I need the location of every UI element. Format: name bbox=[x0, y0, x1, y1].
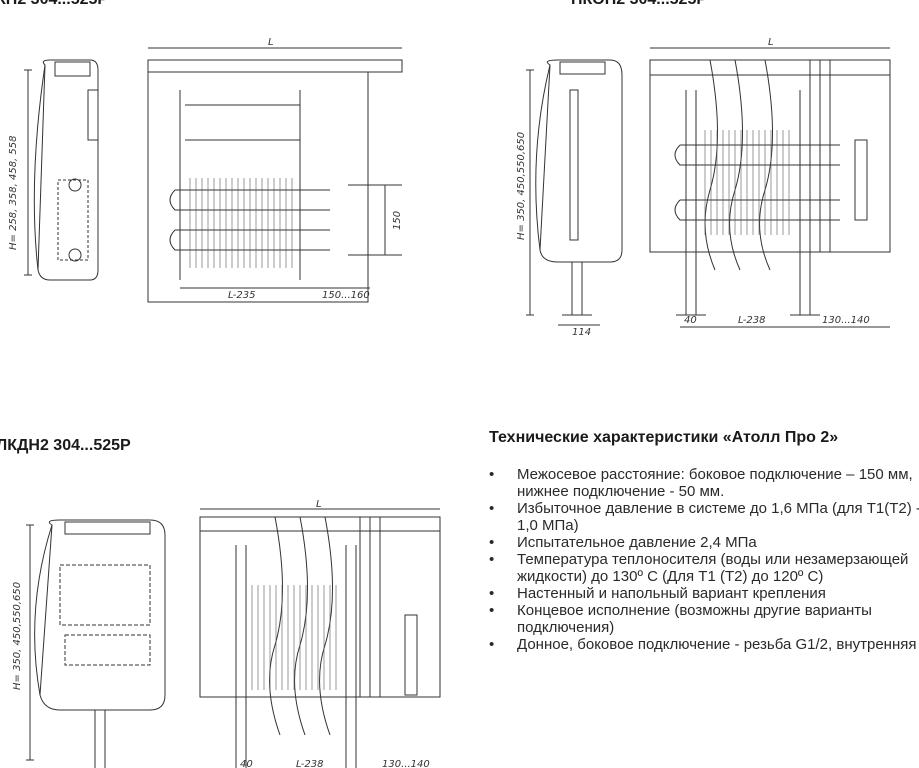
list-item: •Избыточное давление в системе до 1,6 МП… bbox=[489, 500, 919, 534]
drawing-lkdn2: H= 350, 450,550,650 L 40 L-238 130...140 bbox=[0, 495, 460, 768]
dim-offset: 130...140 bbox=[382, 759, 430, 768]
dim-l: L-238 bbox=[738, 315, 766, 326]
drawing-pkon2: H= 350, 450,550,650 L 114 40 L-238 130..… bbox=[510, 30, 919, 340]
dim-l: L-235 bbox=[228, 290, 256, 301]
length-label: L bbox=[768, 37, 774, 48]
height-label: H= 350, 450,550,650 bbox=[516, 132, 527, 240]
caption-lkdn2: ЛКДН2 304...525Р bbox=[0, 437, 131, 454]
caption-kn2: КН2 304...525Р bbox=[0, 0, 108, 9]
list-item: •Испытательное давление 2,4 МПа bbox=[489, 534, 757, 551]
length-label: L bbox=[268, 37, 274, 48]
list-item: •Настенный и напольный вариант крепления bbox=[489, 585, 826, 602]
height-label: H= 258, 358, 458, 558 bbox=[8, 136, 19, 251]
specs-list: •Межосевое расстояние: боковое подключен… bbox=[489, 466, 919, 653]
dim-width: 114 bbox=[572, 327, 591, 338]
dim-offset: 130...140 bbox=[822, 315, 870, 326]
dim-40: 40 bbox=[240, 759, 253, 768]
dim-offset: 150...160 bbox=[322, 290, 370, 301]
bullet: • bbox=[489, 602, 495, 619]
caption-pkon2: ПКОН2 304...525Р bbox=[571, 0, 707, 9]
bullet: • bbox=[489, 534, 495, 551]
bullet: • bbox=[489, 551, 495, 568]
bullet: • bbox=[489, 466, 495, 483]
specs-title: Технические характеристики «Атолл Про 2» bbox=[489, 429, 839, 446]
dim-40: 40 bbox=[684, 315, 697, 326]
dim-spacing: 150 bbox=[392, 211, 403, 230]
drawing-kn2: H= 258, 358, 458, 558 L 150 L-235 150...… bbox=[0, 30, 420, 310]
list-item: •Концевое исполнение (возможны другие ва… bbox=[489, 602, 872, 636]
list-item: •Межосевое расстояние: боковое подключен… bbox=[489, 466, 913, 500]
bullet: • bbox=[489, 585, 495, 602]
bullet: • bbox=[489, 500, 495, 517]
list-item: •Температура теплоносителя (воды или нез… bbox=[489, 551, 909, 585]
dim-l: L-238 bbox=[296, 759, 324, 768]
length-label: L bbox=[316, 499, 322, 510]
height-label: H= 350, 450,550,650 bbox=[12, 582, 23, 690]
list-item: •Донное, боковое подключение - резьба G1… bbox=[489, 636, 917, 653]
bullet: • bbox=[489, 636, 495, 653]
